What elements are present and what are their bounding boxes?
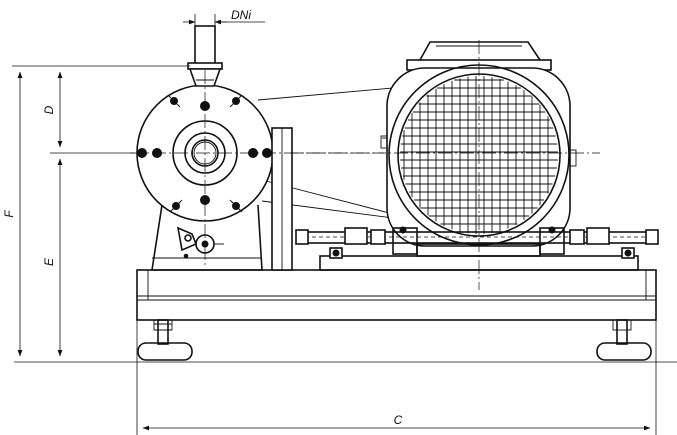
drain-valve: [176, 226, 224, 259]
right-foot: [596, 319, 652, 361]
coupling-guard: [271, 127, 293, 271]
base-frame: [136, 269, 657, 321]
f-label: F: [2, 210, 16, 218]
dimension-extensions: [12, 65, 190, 154]
e-label: E: [42, 257, 56, 266]
dimension-dn: [183, 14, 265, 32]
c-label: C: [394, 413, 403, 427]
center-lines: [130, 40, 600, 290]
left-foot: [137, 319, 193, 361]
motor: [380, 41, 577, 255]
dimension-c: [136, 320, 657, 435]
motor-rail: [295, 227, 659, 271]
fan-grid: [400, 76, 558, 234]
dn-label: DNi: [231, 8, 251, 22]
d-label: D: [42, 105, 56, 114]
